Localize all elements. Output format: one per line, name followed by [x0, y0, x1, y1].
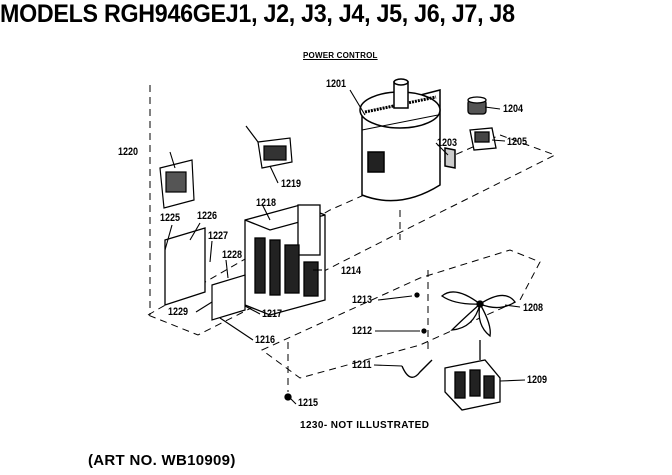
part-label-1228: 1228	[222, 249, 243, 261]
part-label-1220: 1220	[118, 146, 139, 158]
part-label-1215: 1215	[298, 397, 319, 409]
part-label-1201: 1201	[326, 78, 347, 90]
part-label-1219: 1219	[281, 178, 302, 190]
art-number: (ART NO. WB10909)	[88, 452, 236, 469]
part-label-1218: 1218	[256, 197, 277, 209]
plate-1217	[211, 274, 246, 321]
part-label-1216: 1216	[255, 334, 276, 346]
part-label-1226: 1226	[197, 210, 218, 222]
control-module-1218	[244, 204, 326, 316]
assembly-outline	[146, 85, 557, 392]
part-label-1205: 1205	[507, 136, 528, 148]
part-label-1217: 1217	[262, 308, 283, 320]
diagram-subtitle: POWER CONTROL	[303, 51, 378, 60]
part-label-1227: 1227	[208, 230, 229, 242]
motor-assembly-1201	[359, 78, 456, 202]
part-label-1208: 1208	[523, 302, 544, 314]
part-label-1214: 1214	[341, 265, 362, 277]
part-label-1212: 1212	[352, 325, 373, 337]
board-1226	[164, 227, 206, 306]
bracket-1220	[159, 159, 195, 209]
leader-lines	[164, 89, 526, 405]
connector-1219	[245, 125, 293, 169]
bracket-1205	[469, 127, 497, 151]
part-label-1229: 1229	[168, 306, 189, 318]
fasteners	[284, 292, 427, 401]
part-label-1209: 1209	[527, 374, 548, 386]
part-label-1213: 1213	[352, 294, 373, 306]
part-label-1211: 1211	[352, 359, 372, 371]
fan-motor-1209	[444, 340, 501, 411]
part-label-1225: 1225	[160, 212, 181, 224]
fan-blade-1208	[440, 291, 516, 338]
part-label-1203: 1203	[437, 137, 458, 149]
page-title: MODELS RGH946GEJ1, J2, J3, J4, J5, J6, J…	[0, 0, 515, 28]
knob-1204	[467, 96, 487, 115]
not-illustrated-note: 1230- NOT ILLUSTRATED	[300, 420, 430, 431]
part-label-1204: 1204	[503, 103, 524, 115]
lead-wire-1211	[401, 359, 433, 378]
